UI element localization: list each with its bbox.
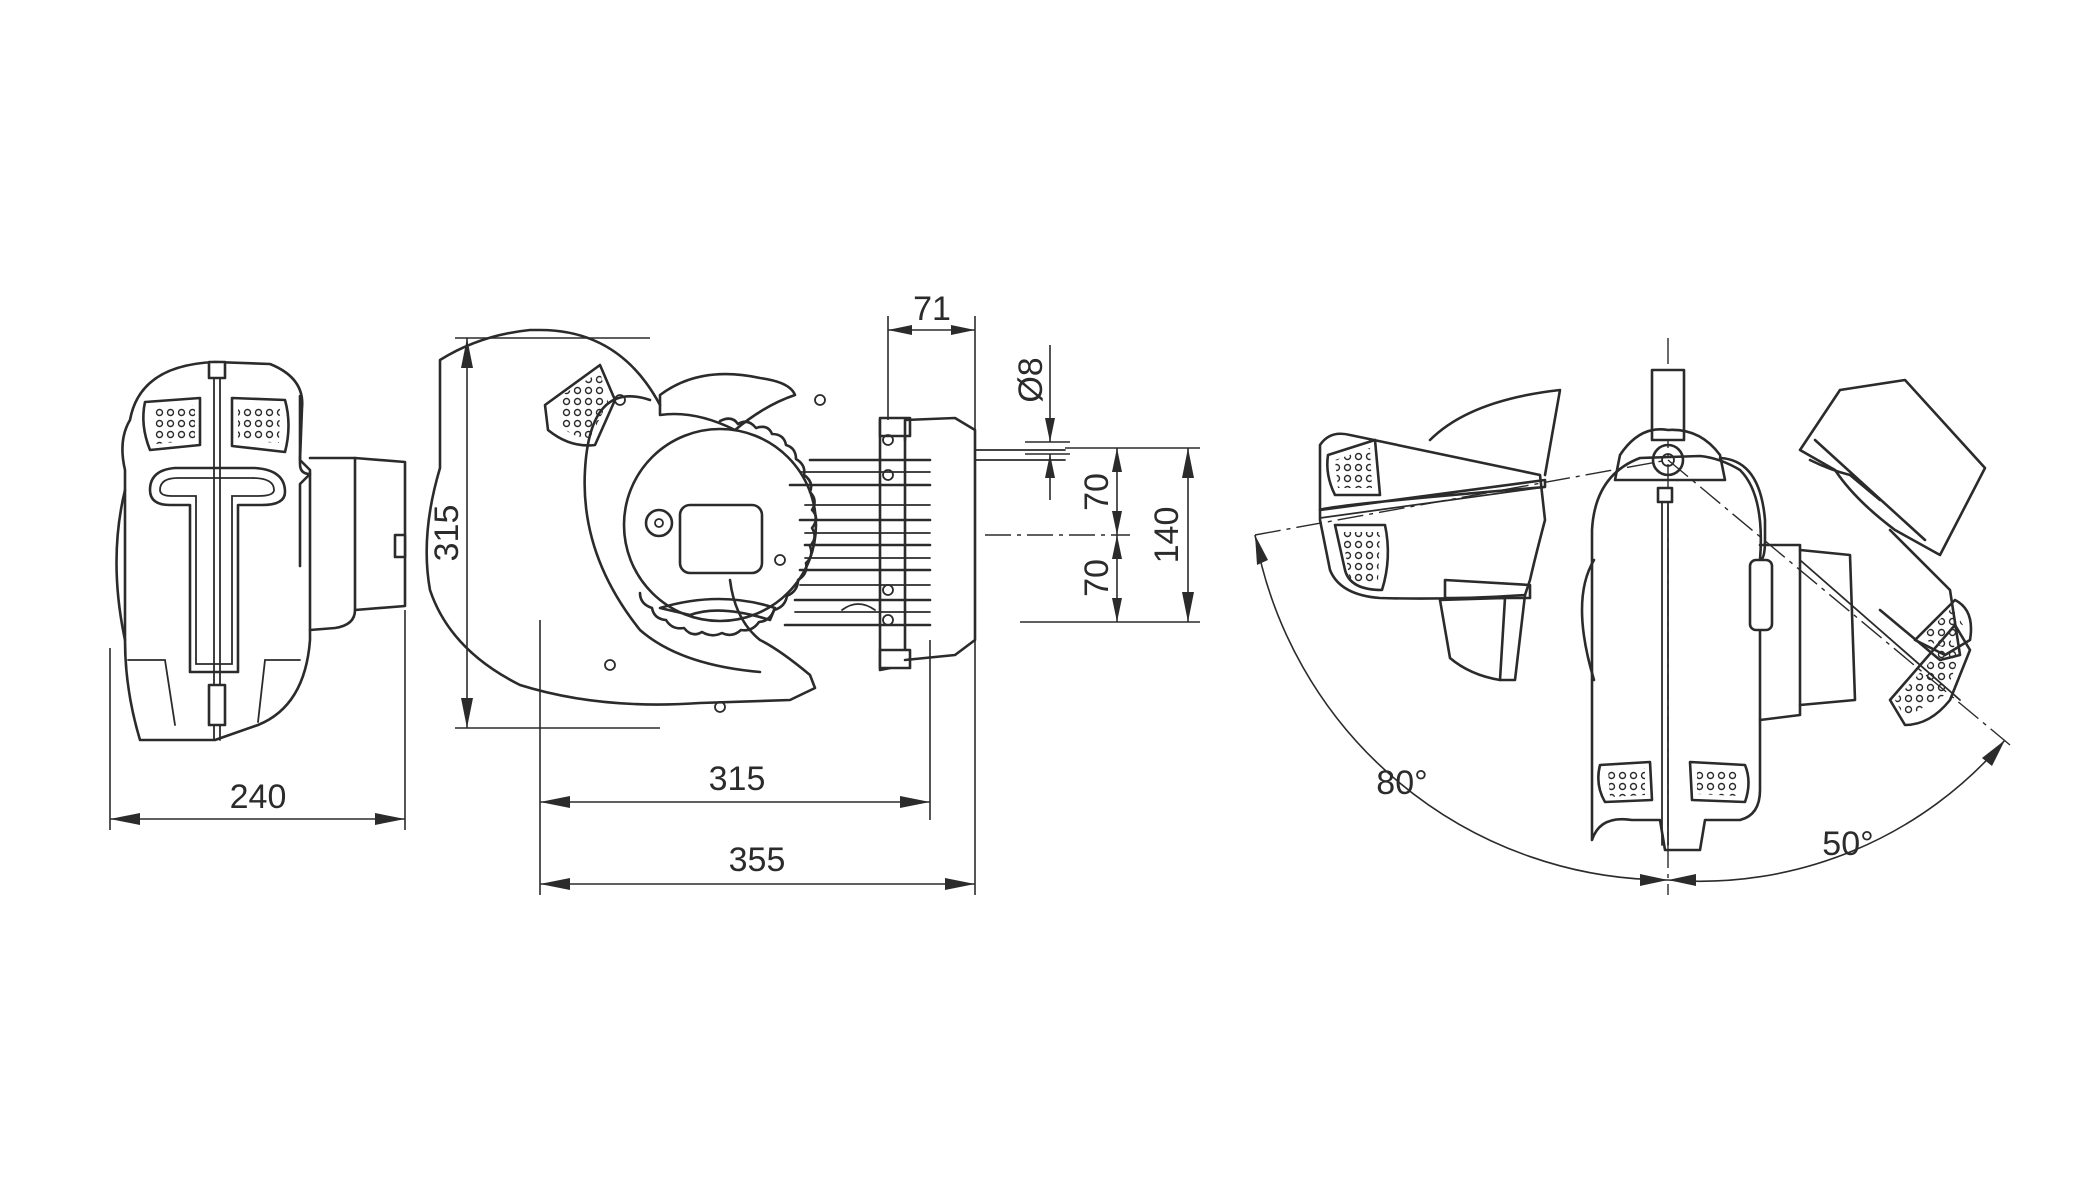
dim-bracket-total-label: 140 bbox=[1148, 507, 1186, 564]
front-view bbox=[425, 328, 1066, 713]
front-lip bbox=[658, 597, 777, 622]
dim-swivel: 80° 50° bbox=[1254, 459, 2011, 886]
swivel-pivot bbox=[1651, 443, 1685, 477]
dim-side-width-label: 240 bbox=[230, 778, 287, 816]
swivel-left-grip-top bbox=[1326, 438, 1382, 497]
front-top-slot bbox=[658, 372, 797, 432]
dim-front-height: 315 bbox=[428, 337, 660, 729]
dim-swivel-right-label: 50° bbox=[1822, 825, 1873, 863]
swivel-center-grip-right bbox=[1688, 760, 1750, 804]
swivel-center-body bbox=[1590, 454, 1763, 852]
front-drum bbox=[622, 427, 818, 623]
swivel-left-body bbox=[1318, 432, 1547, 600]
dim-swivel-left-label: 80° bbox=[1376, 764, 1427, 802]
side-body bbox=[121, 360, 312, 742]
dim-overall-width: 355 bbox=[540, 600, 976, 895]
swivel-right-grip-top bbox=[1913, 598, 1973, 657]
side-grip-right bbox=[230, 396, 290, 454]
dim-bracket-height: 70 70 140 bbox=[985, 447, 1200, 623]
front-fin bbox=[543, 363, 617, 447]
front-label-window bbox=[678, 503, 764, 575]
dim-front-height-label: 315 bbox=[428, 505, 466, 562]
dim-front-width-label: 315 bbox=[709, 760, 766, 798]
top-swivel-view bbox=[1318, 338, 1987, 895]
side-view bbox=[115, 360, 407, 742]
dim-front-width: 315 bbox=[539, 620, 931, 895]
dim-hole-diameter-label: Ø8 bbox=[1012, 357, 1050, 402]
swivel-center-grip-left bbox=[1597, 760, 1654, 804]
dim-side-width: 240 bbox=[109, 610, 406, 830]
swivel-left-grip-bottom bbox=[1333, 523, 1390, 592]
swivel-right-cap bbox=[1798, 378, 1987, 557]
dim-bracket-upper-label: 70 bbox=[1078, 473, 1116, 511]
dim-bracket-width-label: 71 bbox=[913, 290, 951, 328]
front-inner-arc bbox=[583, 395, 762, 674]
swivel-right-grip-bottom bbox=[1888, 623, 1972, 727]
front-bolt bbox=[644, 508, 674, 538]
side-grip-left bbox=[142, 396, 202, 452]
dim-hole-diameter: Ø8 bbox=[1012, 345, 1070, 500]
dim-bracket-lower-label: 70 bbox=[1078, 559, 1116, 597]
front-housing bbox=[425, 328, 817, 706]
side-handle bbox=[148, 466, 287, 674]
dim-bracket-width: 71 bbox=[887, 290, 976, 430]
dim-overall-width-label: 355 bbox=[729, 841, 786, 879]
